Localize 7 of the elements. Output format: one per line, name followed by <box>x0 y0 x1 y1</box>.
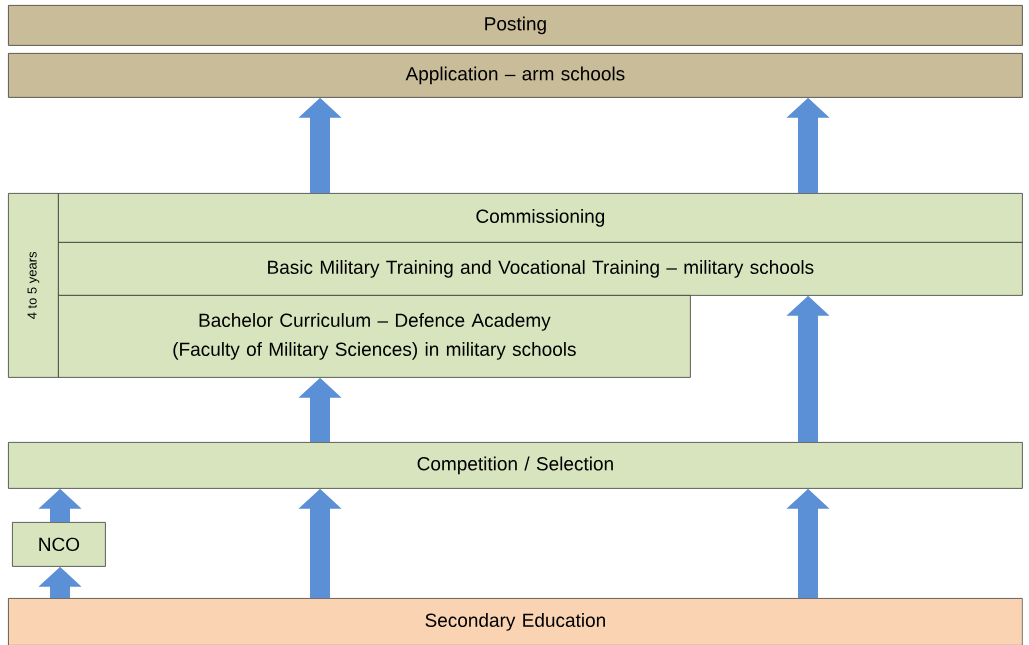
rotated-label: 4 to 5 years <box>27 251 40 320</box>
side-box <box>8 193 59 378</box>
band: Secondary Education <box>8 598 1023 645</box>
band: Posting <box>8 5 1023 46</box>
band: Competition / Selection <box>8 442 1023 489</box>
box: NCO <box>12 522 106 567</box>
band: Application – arm schools <box>8 53 1023 98</box>
